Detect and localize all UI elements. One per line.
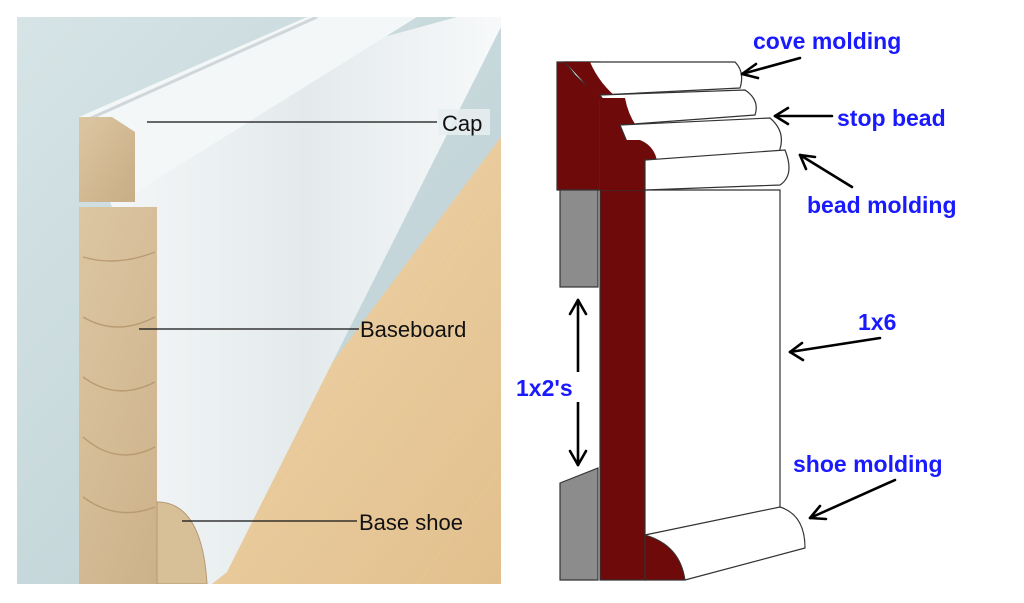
shoe-molding-label: shoe molding [793,451,943,477]
baseboard-end-grain [79,207,207,584]
bead-molding-arrow [798,153,854,189]
cap-end-grain [79,117,135,202]
bead-molding-face [644,149,790,191]
shoe-molding-end [644,534,686,581]
furring-1x2-label: 1x2's [516,375,573,401]
board-1x6-arrow [788,336,882,354]
upper-furring-1x2 [559,189,599,288]
bead-molding-label: bead molding [807,192,957,218]
baseboard-label: Baseboard [360,317,466,342]
cap-groove [88,17,318,121]
board-1x6-label: 1x6 [858,309,896,335]
shoe-molding [644,506,806,581]
baseboard-photo: Cap Baseboard Base shoe [17,17,501,584]
cove-molding [563,61,743,96]
floor-grain [236,186,501,584]
callout-arrows [568,56,897,521]
cove-molding-end [565,62,620,100]
baseboard-photo-panel: Cap Baseboard Base shoe [17,17,501,584]
board-1x6 [644,189,781,536]
cap-label-bg [438,109,490,135]
furring-label-bg [513,372,593,402]
base-shoe-label: Base shoe [359,510,463,535]
stop-bead [598,89,757,126]
shoe-molding-arrow [808,478,897,520]
cap-face [79,17,417,207]
end-grain-lines [82,251,156,514]
baseboard-face [112,17,501,584]
cove-molding-label: cove molding [753,28,901,54]
baseboard-cross-section: cove molding stop bead bead molding 1x6 … [513,28,957,581]
base-shoe-end-grain [156,501,208,584]
baseboard-diagram-panel: cove molding stop bead bead molding 1x6 … [510,0,1024,603]
bead-molding-end [600,140,658,190]
lower-furring-1x2 [559,467,599,581]
stop-bead-label: stop bead [837,105,946,131]
cap-label: Cap [442,111,482,136]
cove-molding-arrow [740,56,802,76]
